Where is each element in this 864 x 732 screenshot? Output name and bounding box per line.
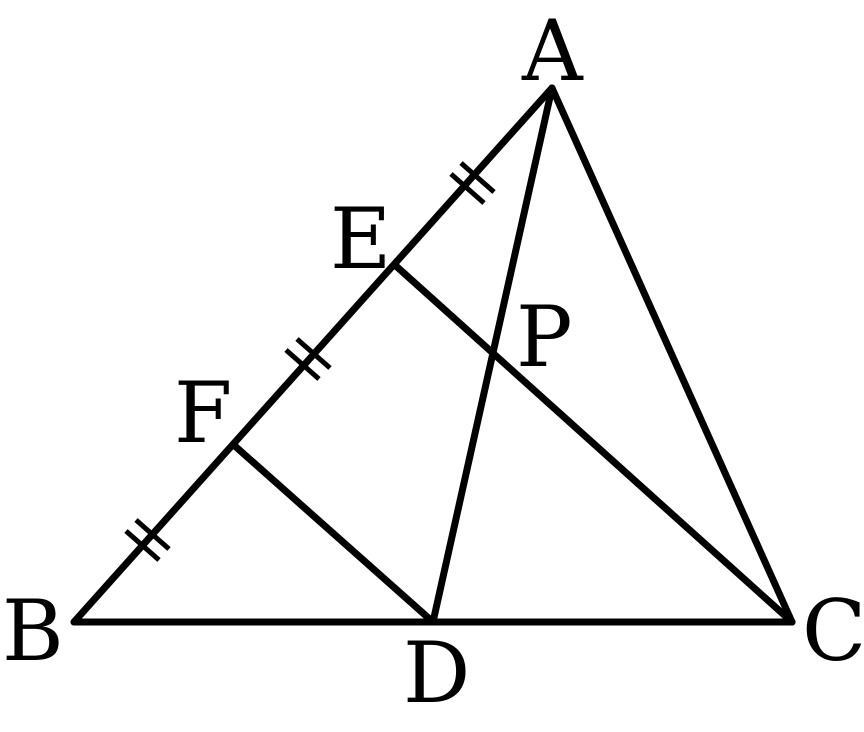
label-b: B [2,582,64,680]
equal-mark-ef [284,337,332,381]
segment-fd [232,443,437,626]
segment-ca [548,84,796,626]
label-p: P [516,288,573,386]
equal-mark-ae [449,161,496,205]
label-a: A [521,2,584,100]
segment-ec [392,262,796,626]
label-f: F [174,364,232,462]
equal-mark-fb [124,518,171,562]
label-d: D [403,624,470,722]
label-c: C [802,582,864,680]
label-e: E [330,190,391,288]
